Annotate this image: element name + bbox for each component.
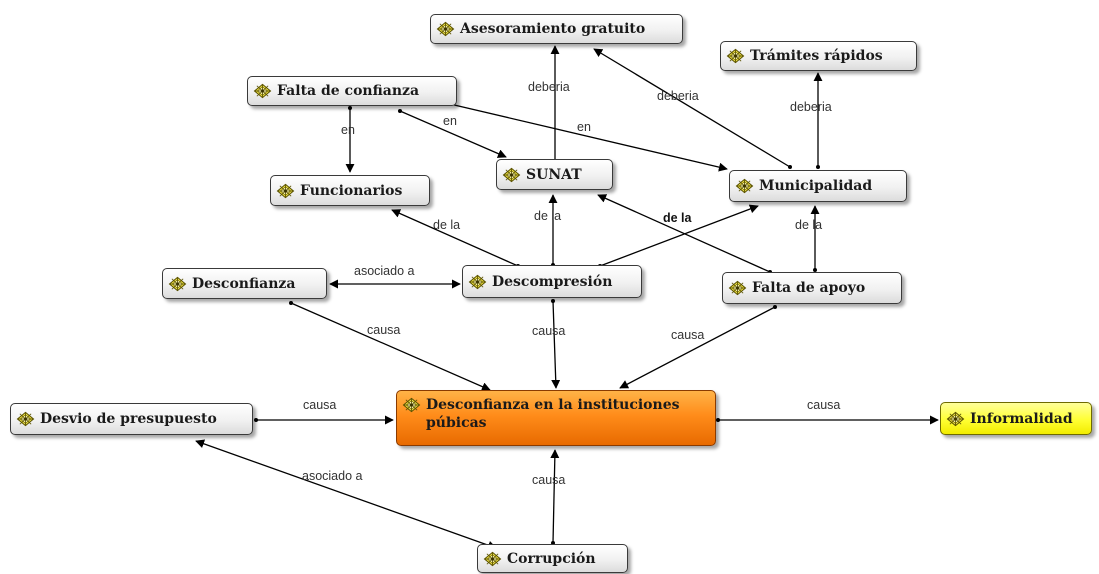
link-label-causa: causa — [807, 398, 841, 412]
concept-asesoramiento-gratuito[interactable]: Asesoramiento gratuito — [430, 14, 683, 44]
link-label-de-la: de la — [433, 218, 461, 232]
edge-falta-confianza-sunat — [399, 110, 507, 158]
concept-corrupcion[interactable]: Corrupción — [477, 544, 628, 573]
concept-map-icon — [168, 276, 187, 291]
link-label-deberia: deberia — [657, 89, 699, 103]
edge-municipalidad-asesoramiento — [593, 48, 791, 168]
concept-label: Asesoramiento gratuito — [460, 21, 646, 37]
concept-label: Desconfianza — [192, 275, 296, 292]
link-label-en: en — [577, 120, 591, 134]
concept-map-icon — [728, 280, 747, 296]
concept-label: Trámites rápidos — [750, 48, 883, 64]
concept-desconfianza-instituciones[interactable]: Desconfianza en la instituciones púbicas — [396, 390, 716, 446]
concept-falta-de-confianza[interactable]: Falta de confianza — [247, 76, 457, 106]
edge-corrupcion-central — [550, 449, 560, 544]
concept-map-icon — [502, 167, 521, 182]
link-label-de-la: de la — [795, 218, 823, 232]
concept-falta-de-apoyo[interactable]: Falta de apoyo — [722, 272, 902, 304]
concept-label: Informalidad — [970, 410, 1073, 427]
concept-tramites-rapidos[interactable]: Trámites rápidos — [720, 41, 917, 71]
link-label-de-la: de la — [663, 211, 692, 225]
edge-falta-apoyo-central — [619, 306, 776, 389]
concept-map-icon — [735, 178, 754, 194]
link-label-en: en — [443, 114, 457, 128]
link-label-causa: causa — [303, 398, 337, 412]
concept-label: SUNAT — [526, 166, 582, 183]
concept-label: Corrupción — [507, 550, 596, 567]
concept-map-icon — [276, 183, 295, 198]
link-label-deberia: deberia — [528, 80, 570, 94]
concept-desvio-de-presupuesto[interactable]: Desvio de presupuesto — [10, 403, 253, 435]
edge-descompresion-funcionarios — [391, 209, 519, 267]
link-label-en: en — [341, 123, 355, 137]
concept-map-icon — [402, 397, 421, 413]
concept-map-icon — [468, 274, 487, 289]
concept-sunat[interactable]: SUNAT — [496, 159, 613, 190]
link-label-causa: causa — [367, 323, 401, 337]
link-label-asociado-a: asociado a — [302, 469, 363, 483]
link-label-deberia: deberia — [790, 100, 832, 114]
concept-label: Funcionarios — [300, 182, 403, 199]
edge-descompresion-central — [551, 300, 561, 389]
edge-falta-apoyo-sunat — [597, 194, 771, 273]
concept-map-icon — [253, 83, 272, 99]
concept-label: Municipalidad — [759, 178, 873, 194]
concept-label: Falta de confianza — [277, 83, 420, 99]
concept-map-icon — [946, 411, 965, 426]
concept-funcionarios[interactable]: Funcionarios — [270, 175, 430, 206]
concept-desconfianza[interactable]: Desconfianza — [162, 268, 327, 299]
concept-label: Desvio de presupuesto — [40, 411, 217, 427]
link-label-causa: causa — [532, 324, 566, 338]
edge-descompresion-municipalidad — [599, 204, 759, 267]
concept-municipalidad[interactable]: Municipalidad — [729, 170, 907, 202]
concept-label: Desconfianza en la instituciones púbicas — [426, 397, 680, 431]
concept-descompresion[interactable]: Descompresión — [462, 265, 642, 298]
concept-label: Falta de apoyo — [752, 280, 866, 296]
concept-map-icon — [436, 21, 455, 37]
concept-label: Descompresión — [492, 273, 613, 290]
link-label-de-la: de la — [534, 209, 562, 223]
edge-desvio-corrupcion — [195, 439, 497, 550]
link-label-causa: causa — [671, 328, 705, 342]
concept-map-icon — [16, 411, 35, 427]
link-label-causa: causa — [532, 473, 566, 487]
concept-map-icon — [483, 551, 502, 566]
edge-desconfianza-central — [290, 302, 491, 391]
concept-map-icon — [726, 48, 745, 64]
link-label-asociado-a: asociado a — [354, 264, 415, 278]
edge-falta-confianza-municipalidad — [449, 103, 728, 172]
concept-informalidad[interactable]: Informalidad — [940, 402, 1092, 435]
